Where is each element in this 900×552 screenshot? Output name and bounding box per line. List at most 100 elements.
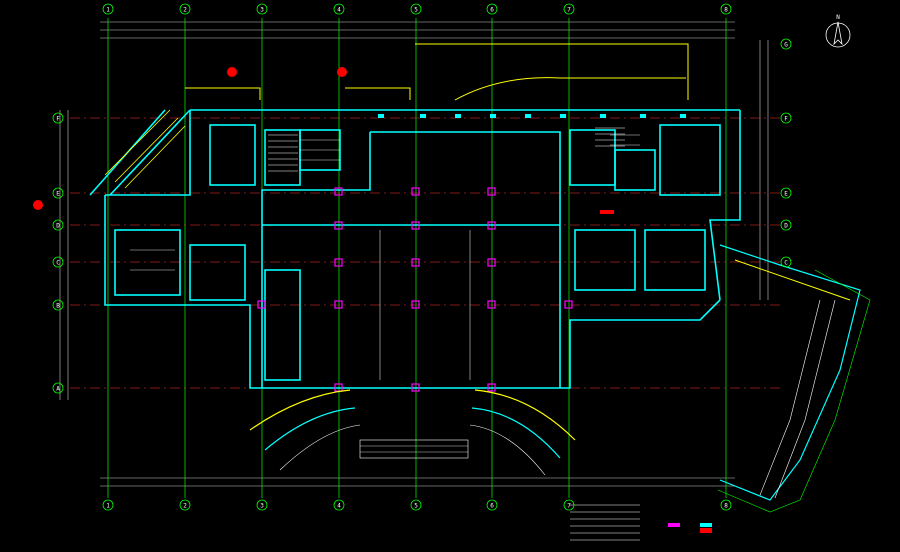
top-axis-bubble-circle — [720, 3, 732, 15]
structural-columns — [257, 187, 573, 392]
bottom-axis-bubble-circle — [720, 499, 732, 511]
left-axis-bubble-label: D — [56, 223, 60, 230]
bottom-axis-bubble: 4 — [333, 499, 345, 511]
right-axis-bubble: G — [780, 38, 792, 50]
left-axis-bubble-circle — [52, 299, 64, 311]
top-axis-bubble-circle — [563, 3, 575, 15]
top-axis-bubble-label: 4 — [337, 7, 341, 14]
bottom-axis-bubble-label: 5 — [414, 503, 418, 510]
left-axis-bubble-circle — [52, 112, 64, 124]
left-axis-bubble: E — [52, 187, 64, 199]
north-arrow: N — [825, 14, 851, 48]
stairs — [268, 127, 625, 172]
right-axis-bubble-circle — [780, 38, 792, 50]
top-axis-bubble-circle — [102, 3, 114, 15]
top-axis-bubble: 5 — [410, 3, 422, 15]
north-arrow-label: N — [836, 14, 840, 21]
bottom-axis-bubble-circle — [179, 499, 191, 511]
diagonal-wing-left — [104, 109, 186, 189]
entrance-canopies — [249, 389, 576, 476]
top-axis-bubble-circle — [486, 3, 498, 15]
right-axis-bubble: F — [780, 112, 792, 124]
top-axis-bubble-label: 8 — [724, 7, 728, 14]
bottom-axis-bubble-circle — [333, 499, 345, 511]
bottom-axis-bubble-circle — [102, 499, 114, 511]
building-walls — [89, 109, 741, 389]
top-axis-bubbles: 1 2 3 4 5 6 7 8 — [102, 3, 732, 15]
top-axis-bubble-label: 7 — [567, 7, 571, 14]
bottom-axis-bubble-label: 6 — [490, 503, 494, 510]
top-axis-bubble: 7 — [563, 3, 575, 15]
diagonal-wing-right — [717, 244, 871, 513]
left-axis-bubble-label: F — [56, 116, 60, 123]
bottom-axis-bubble: 1 — [102, 499, 114, 511]
right-axis-bubble-circle — [780, 112, 792, 124]
section-tags — [33, 67, 712, 533]
top-axis-bubble: 2 — [179, 3, 191, 15]
left-axis-bubble: A — [52, 382, 64, 394]
wall-piers — [378, 114, 686, 118]
left-axis-bubble-circle — [52, 187, 64, 199]
right-axis-bubble-label: D — [784, 223, 788, 230]
bottom-axis-bubble: 3 — [256, 499, 268, 511]
top-axis-bubble: 4 — [333, 3, 345, 15]
top-axis-bubble: 3 — [256, 3, 268, 15]
bottom-axis-bubbles: 1 2 3 4 5 6 7 8 — [102, 499, 732, 511]
bottom-axis-bubble-label: 8 — [724, 503, 728, 510]
top-axis-bubble-circle — [410, 3, 422, 15]
right-axis-bubble: E — [780, 187, 792, 199]
right-axis-bubbles: G F E D C — [780, 38, 792, 268]
bottom-axis-bubble-circle — [256, 499, 268, 511]
right-axis-bubble: D — [780, 219, 792, 231]
top-axis-bubble: 6 — [486, 3, 498, 15]
top-axis-bubble-label: 6 — [490, 7, 494, 14]
right-axis-bubble-circle — [780, 187, 792, 199]
bottom-axis-bubble-label: 1 — [106, 503, 110, 510]
left-axis-bubble-label: E — [56, 191, 60, 198]
left-axis-bubble-label: C — [56, 260, 60, 267]
left-axis-bubble-circle — [52, 219, 64, 231]
bottom-axis-bubble-circle — [410, 499, 422, 511]
right-axis-bubble-circle — [780, 256, 792, 268]
left-axis-bubble: C — [52, 256, 64, 268]
site-boundary — [185, 43, 689, 101]
bottom-axis-bubble: 5 — [410, 499, 422, 511]
left-axis-bubble-circle — [52, 256, 64, 268]
left-axis-bubble-label: B — [56, 303, 60, 310]
interior-partitions — [130, 134, 640, 380]
top-axis-bubble-label: 3 — [260, 7, 264, 14]
legend-table — [570, 504, 712, 541]
right-axis-bubble-label: F — [784, 116, 788, 123]
right-axis-bubble-label: C — [784, 260, 788, 267]
right-axis-bubble-label: G — [784, 42, 788, 49]
bottom-axis-bubble: 7 — [563, 499, 575, 511]
right-axis-bubble-circle — [780, 219, 792, 231]
right-axis-bubble-label: E — [784, 191, 788, 198]
top-axis-bubble-label: 1 — [106, 7, 110, 14]
bottom-axis-bubble-label: 3 — [260, 503, 264, 510]
vertical-grid-axes — [107, 18, 727, 498]
left-axis-bubble-circle — [52, 382, 64, 394]
top-axis-bubble: 1 — [102, 3, 114, 15]
bottom-axis-bubble-circle — [563, 499, 575, 511]
top-axis-bubble-label: 2 — [183, 7, 187, 14]
left-axis-bubble-label: A — [56, 386, 60, 393]
top-axis-bubble: 8 — [720, 3, 732, 15]
bottom-axis-bubble-label: 2 — [183, 503, 187, 510]
top-axis-bubble-label: 5 — [414, 7, 418, 14]
top-axis-bubble-circle — [256, 3, 268, 15]
dimension-chains — [59, 21, 769, 487]
left-axis-bubbles: F E D C B A — [52, 112, 64, 394]
bottom-axis-bubble: 8 — [720, 499, 732, 511]
top-axis-bubble-circle — [179, 3, 191, 15]
bottom-axis-bubble-label: 7 — [567, 503, 571, 510]
left-axis-bubble: D — [52, 219, 64, 231]
bottom-axis-bubble: 6 — [486, 499, 498, 511]
left-axis-bubble: F — [52, 112, 64, 124]
bottom-axis-bubble-circle — [486, 499, 498, 511]
bottom-axis-bubble: 2 — [179, 499, 191, 511]
bottom-axis-bubble-label: 4 — [337, 503, 341, 510]
top-axis-bubble-circle — [333, 3, 345, 15]
